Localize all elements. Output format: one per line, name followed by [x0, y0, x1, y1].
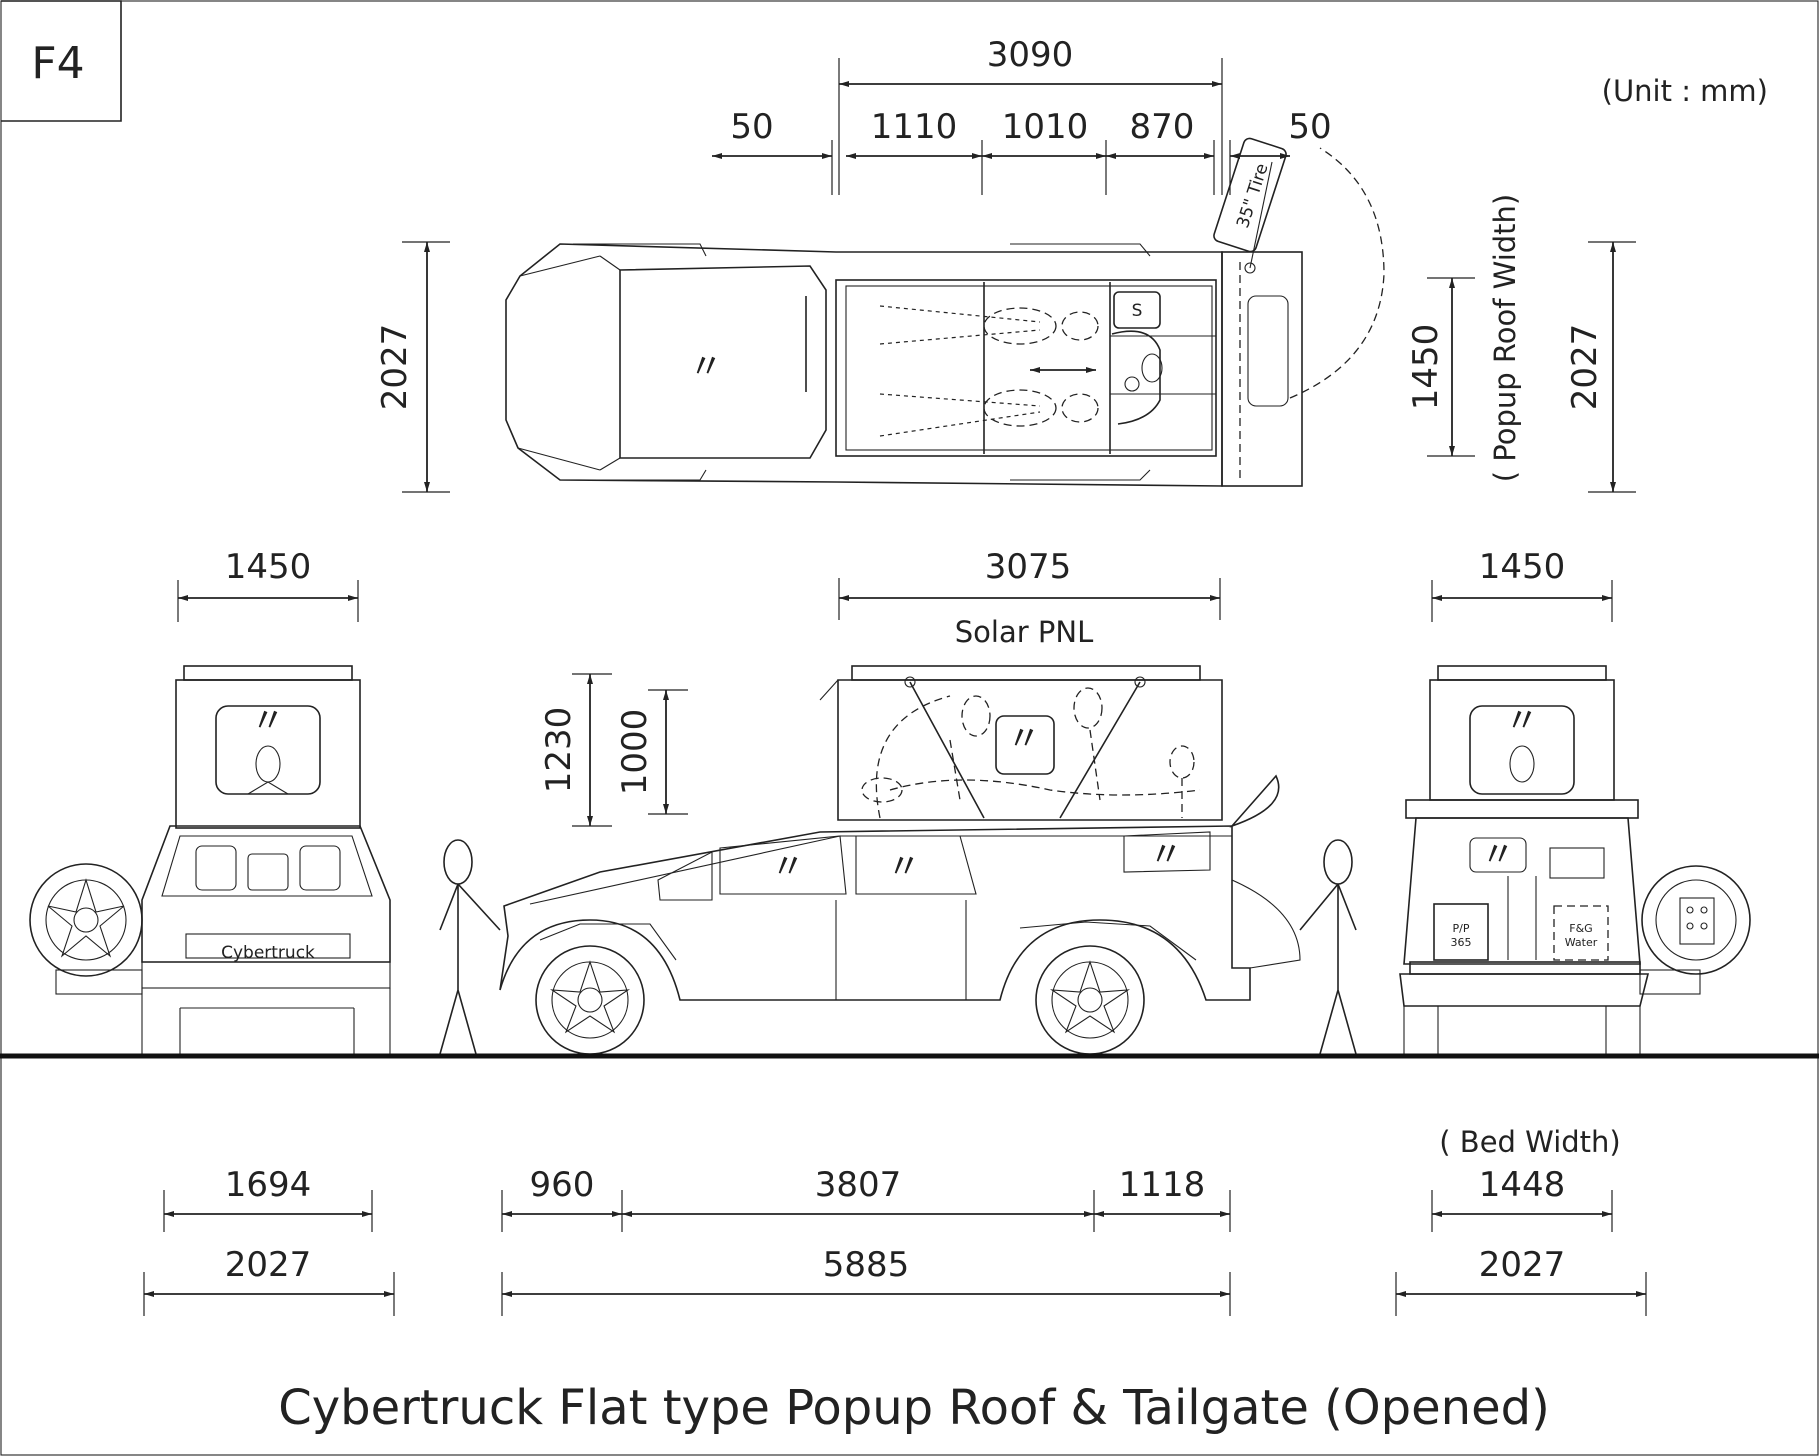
bed-width-caption: ( Bed Width)	[1439, 1125, 1620, 1159]
unit-note: (Unit : mm)	[1602, 74, 1768, 108]
dim-top-width-right-label: 2027	[1565, 324, 1605, 411]
dim-top-seg-2: 1110	[871, 107, 958, 147]
tire-label: 35" Tire	[1233, 161, 1273, 230]
side-tailgate-open	[1229, 774, 1280, 828]
person-top-icon	[1111, 330, 1161, 425]
side-window-mark: 〃	[1007, 719, 1041, 759]
water-label-2: Water	[1565, 936, 1598, 949]
dim-top-seg-5: 50	[1288, 107, 1331, 147]
front-window-mark: 〃	[251, 701, 285, 741]
powerpack-label-1: P/P	[1453, 922, 1470, 935]
dim-front-roof: 1450	[225, 547, 312, 587]
drawing-title: Cybertruck Flat type Popup Roof & Tailga…	[278, 1380, 1550, 1436]
truck-top-glass	[619, 265, 827, 459]
dim-side-roof: 3075	[985, 547, 1072, 587]
front-spare-tire	[29, 863, 143, 977]
rear-bed-body	[1403, 817, 1641, 965]
side-front-window-mark: 〃	[771, 847, 805, 887]
sink-icon	[1113, 291, 1161, 329]
dim-side-height-inner: 1000	[615, 709, 655, 796]
dim-popup-roof-width-label: 1450	[1406, 324, 1446, 411]
dim-top-overall-label: 3090	[987, 35, 1074, 75]
sheet-id: F4	[31, 38, 84, 89]
front-cab-body	[141, 825, 391, 963]
rear-inner-window-mark: 〃	[1481, 835, 1515, 875]
dim-rear-bed: 1448	[1479, 1165, 1566, 1205]
side-view: 3075 Solar PNL 1230 1000 〃 〃	[439, 547, 1357, 1055]
rear-view: 1450 〃 〃 P/P 365 F&G Water	[1399, 547, 1751, 1054]
top-window-mark: 〃	[689, 347, 723, 387]
dim-rear-roof: 1450	[1479, 547, 1566, 587]
sink-label: S	[1132, 301, 1143, 321]
dim-side-overall: 5885	[823, 1245, 910, 1285]
sheet-id-box: F4	[1, 0, 122, 122]
rear-spare-tire	[1641, 865, 1751, 975]
dim-top-seg-4: 870	[1130, 107, 1195, 147]
rear-window-mark: 〃	[1505, 701, 1539, 741]
popup-roof-outline	[835, 279, 1217, 457]
front-badge: Cybertruck	[221, 943, 315, 963]
popup-roof-width-caption: ( Popup Roof Width)	[1488, 194, 1522, 482]
front-view: 1450 〃 Cybertruck	[29, 547, 391, 1054]
truck-side-body	[499, 825, 1251, 1001]
water-label-1: F&G	[1569, 922, 1592, 935]
side-rear-window-mark: 〃	[887, 847, 921, 887]
dim-top-seg-1: 50	[730, 107, 773, 147]
front-roof-tent	[175, 679, 361, 829]
dim-rear-overall: 2027	[1479, 1245, 1566, 1285]
truck-top-outline	[505, 243, 1223, 487]
dim-top-width-left-label: 2027	[375, 324, 415, 411]
dim-side-overhang-rear: 1118	[1119, 1165, 1206, 1205]
powerpack-label-2: 365	[1451, 936, 1472, 949]
person-right-icon	[1299, 839, 1357, 1055]
person-left-icon	[439, 839, 501, 1055]
spare-tire-top: 35" Tire	[1213, 137, 1287, 253]
tailgate-top	[1221, 251, 1303, 487]
tailgate-swing-arc	[1289, 147, 1385, 399]
solar-panel-label: Solar PNL	[955, 615, 1093, 649]
dim-side-overhang-front: 960	[530, 1165, 595, 1205]
bottom-dimensions: 1694 2027 960 3807 1118 5885 ( Bed Width…	[143, 1125, 1647, 1316]
dim-side-height-outer: 1230	[539, 707, 579, 794]
side-roof-tent	[837, 679, 1223, 821]
dim-side-wheelbase: 3807	[815, 1165, 902, 1205]
top-view: 3090 50 1110 1010 870 50 2027 2027 1450 …	[375, 35, 1636, 493]
dim-top-seg-3: 1010	[1002, 107, 1089, 147]
side-bed-window-mark: 〃	[1149, 835, 1183, 875]
dim-front-lower: 1694	[225, 1165, 312, 1205]
dim-front-overall: 2027	[225, 1245, 312, 1285]
